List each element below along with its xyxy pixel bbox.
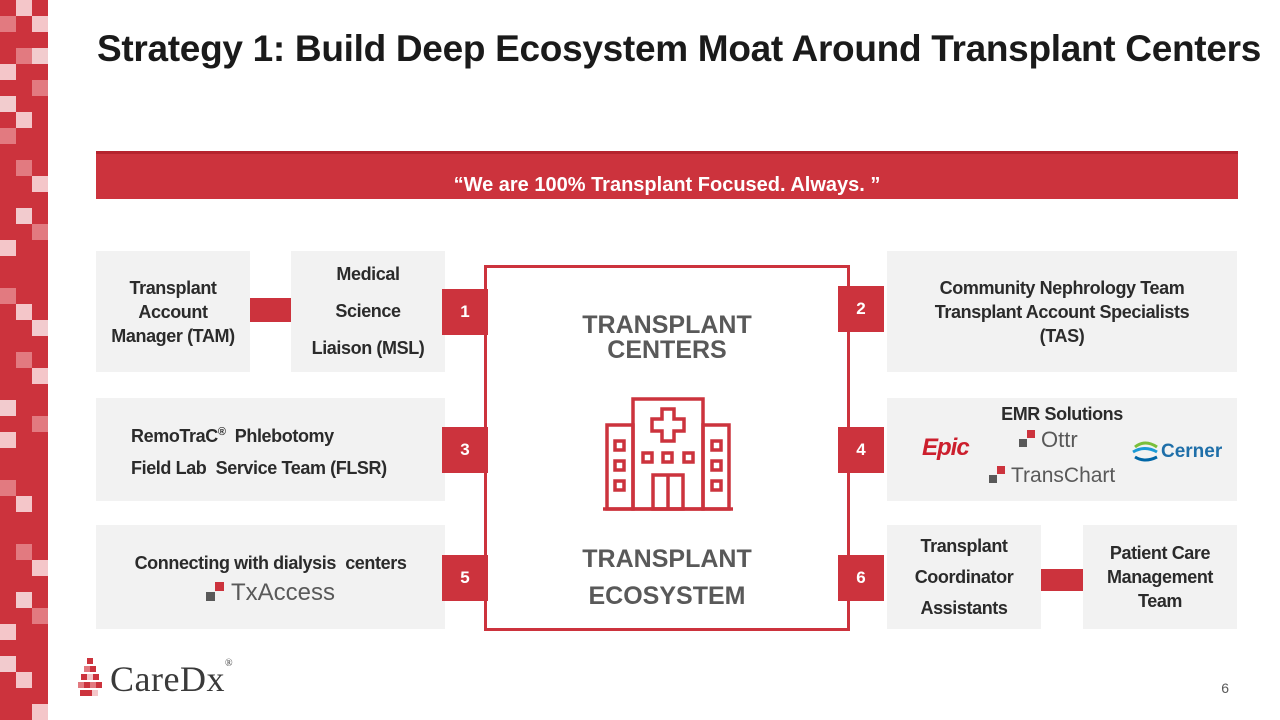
focus-banner: “We are 100% Transplant Focused. Always.… bbox=[96, 151, 1238, 199]
center-bottom-label-1: TRANSPLANT bbox=[582, 545, 752, 573]
coordinator-line-2: Coordinator bbox=[914, 566, 1014, 587]
nephrology-line-3: (TAS) bbox=[1039, 325, 1085, 346]
patient-care-line-1: Patient Care bbox=[1109, 543, 1211, 563]
msl-line-1: Medical bbox=[336, 264, 400, 284]
transchart-mark-icon bbox=[989, 466, 1005, 483]
msl-line-2: Science bbox=[335, 301, 401, 321]
badge-1: 1 bbox=[442, 289, 488, 335]
msl-line-3: Liaison (MSL) bbox=[311, 338, 425, 358]
tam-line-1: Transplant bbox=[129, 277, 217, 298]
nephrology-line-1: Community Nephrology Team bbox=[939, 277, 1185, 298]
center-bottom-label-2: ECOSYSTEM bbox=[588, 582, 746, 610]
badge-4: 4 bbox=[838, 427, 884, 473]
ottr-mark-icon bbox=[1019, 430, 1035, 447]
transplant-center-frame: TRANSPLANT CENTERS TRANSPLANT ECOSYSTEM bbox=[484, 265, 850, 631]
patient-care-line-2: Management bbox=[1106, 567, 1214, 587]
patient-care-line-3: Team bbox=[1137, 591, 1183, 611]
badge-3: 3 bbox=[442, 427, 488, 473]
badge-2: 2 bbox=[838, 286, 884, 332]
emr-title: EMR Solutions bbox=[1001, 404, 1123, 424]
transchart-logo: TransChart bbox=[989, 464, 1115, 488]
hospital-icon bbox=[603, 397, 733, 511]
nephrology-line-2: Transplant Account Specialists bbox=[934, 301, 1190, 322]
slide-title: Strategy 1: Build Deep Ecosystem Moat Ar… bbox=[97, 28, 1261, 69]
nephrology-box: Community Nephrology Team Transplant Acc… bbox=[887, 251, 1237, 372]
badge-6: 6 bbox=[838, 555, 884, 601]
caredx-drop-icon bbox=[78, 658, 102, 696]
txaccess-logo-text: TxAccess bbox=[230, 579, 335, 606]
banner-text: “We are 100% Transplant Focused. Always.… bbox=[453, 174, 881, 196]
cerner-logo: Cerner bbox=[1131, 440, 1222, 464]
page-number: 6 bbox=[1221, 680, 1229, 696]
epic-logo: Epic bbox=[922, 434, 970, 461]
msl-box: Medical Science Liaison (MSL) bbox=[291, 251, 445, 372]
coordinator-box: Transplant Coordinator Assistants bbox=[887, 525, 1041, 629]
txaccess-logo: TxAccess bbox=[205, 579, 335, 606]
tam-line-2: Account bbox=[138, 301, 208, 322]
ottr-logo: Ottr bbox=[1019, 428, 1078, 452]
coordinator-patient-connector bbox=[1041, 569, 1083, 591]
center-top-label: TRANSPLANT CENTERS bbox=[582, 311, 752, 364]
caredx-logo: CareDx® bbox=[76, 658, 233, 700]
patient-care-box: Patient Care Management Team bbox=[1083, 525, 1237, 629]
cerner-mark-icon bbox=[1132, 441, 1158, 462]
remotrac-box: RemoTraC® Phlebotomy Field Lab Service T… bbox=[96, 398, 445, 501]
dialysis-box: Connecting with dialysis centers TxAcces… bbox=[96, 525, 445, 629]
emr-box: EMR Solutions Epic Ottr Cerner TransChar… bbox=[887, 398, 1237, 501]
remotrac-line-1: RemoTraC® Phlebotomy bbox=[131, 425, 334, 446]
tam-box: Transplant Account Manager (TAM) bbox=[96, 251, 250, 372]
badge-5: 5 bbox=[442, 555, 488, 601]
coordinator-line-3: Assistants bbox=[920, 597, 1008, 618]
tam-msl-connector bbox=[250, 298, 291, 322]
remotrac-line-2: Field Lab Service Team (FLSR) bbox=[131, 457, 387, 478]
dialysis-title: Connecting with dialysis centers bbox=[134, 553, 407, 573]
decorative-pixel-strip bbox=[0, 0, 48, 720]
coordinator-line-1: Transplant bbox=[920, 535, 1008, 556]
tam-line-3: Manager (TAM) bbox=[111, 325, 235, 346]
caredx-wordmark: CareDx® bbox=[110, 658, 234, 699]
txaccess-mark-icon bbox=[205, 582, 224, 601]
